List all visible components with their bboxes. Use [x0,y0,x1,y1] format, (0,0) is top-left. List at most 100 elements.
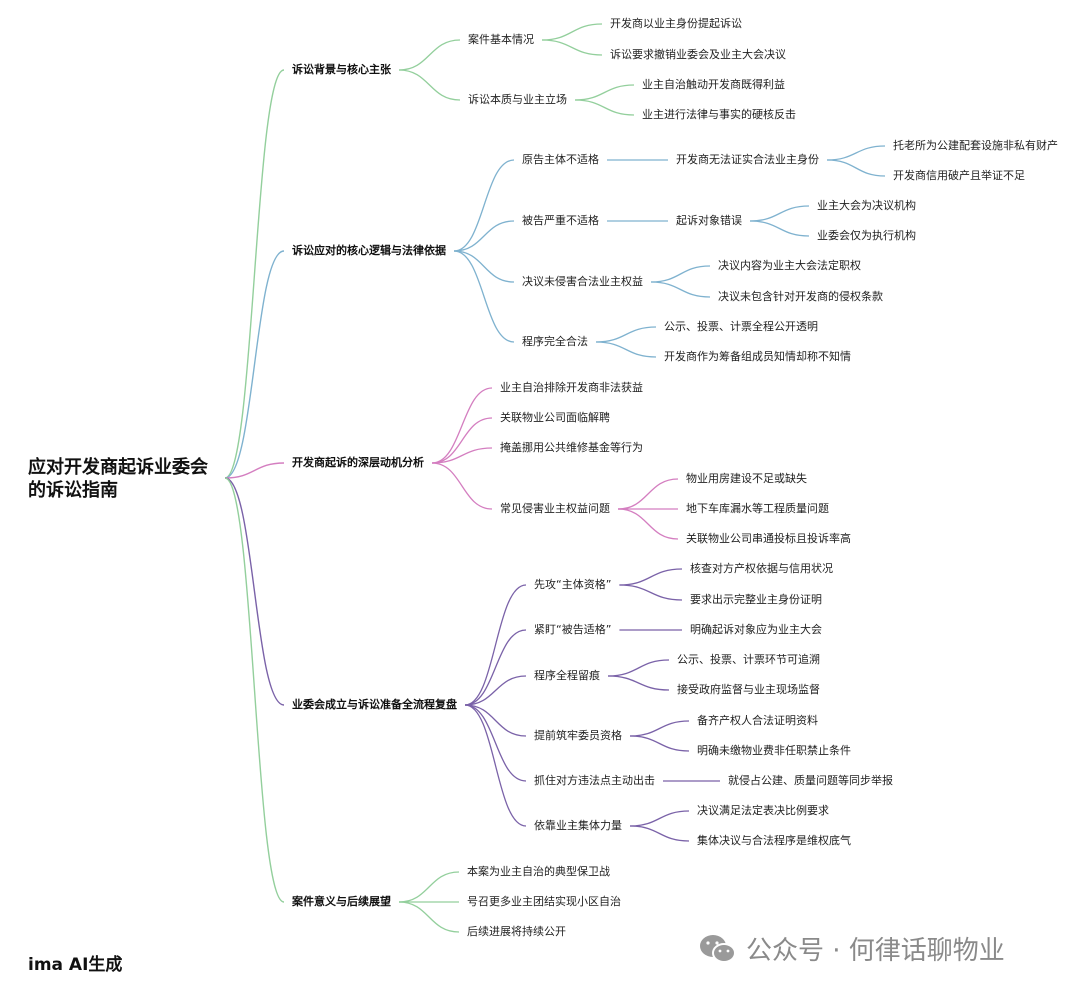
mindmap-node[interactable]: 提前筑牢委员资格 [534,729,622,742]
root-node[interactable]: 应对开发商起诉业委会 的诉讼指南 [28,456,208,502]
connector-line [629,735,690,752]
connector-line [617,508,679,540]
mindmap-node[interactable]: 公示、投票、计票环节可追溯 [677,653,820,666]
mindmap-node[interactable]: 被告严重不适格 [522,214,599,227]
connector-line [826,159,886,177]
mindmap-node[interactable]: 依靠业主集体力量 [534,819,622,832]
mindmap-node[interactable]: 案件基本情况 [468,33,534,46]
branch-node[interactable]: 诉讼背景与核心主张 [292,63,391,76]
mindmap-node[interactable]: 起诉对象错误 [676,214,742,227]
connector-line [595,341,657,358]
connector-line [464,704,527,737]
connector-line [431,447,493,464]
mindmap-node[interactable]: 先攻“主体资格” [534,578,612,591]
mindmap-node[interactable]: 决议未侵害合法业主权益 [522,275,643,288]
connector-line [617,478,679,510]
connector-line [398,901,460,933]
connector-line [453,250,515,343]
connector-line [619,584,683,601]
mindmap-node[interactable]: 开发商信用破产且举证不足 [893,169,1025,182]
mindmap-node[interactable]: 业主自治排除开发商非法获益 [500,381,643,394]
connector-line [453,159,515,252]
connector-line [431,462,493,510]
mindmap-node[interactable]: 核查对方产权依据与信用状况 [690,562,833,575]
connector-line [398,871,460,903]
connector-line [541,23,603,41]
mindmap-node[interactable]: 程序全程留痕 [534,669,600,682]
connector-line [224,477,285,706]
connector-line [826,145,886,161]
mindmap-node[interactable]: 地下车库漏水等工程质量问题 [686,502,829,515]
mindmap-node[interactable]: 决议未包含针对开发商的侵权条款 [718,290,883,303]
root-title-line2: 的诉讼指南 [28,480,118,501]
generated-by-label: ima AI生成 [28,955,123,975]
connector-line [224,69,285,479]
watermark: 公众号 · 何律话聊物业 [698,930,1005,967]
mindmap-node[interactable]: 备齐产权人合法证明资料 [697,714,818,727]
connector-line [650,281,711,298]
connector-line [650,265,711,283]
branch-node[interactable]: 业委会成立与诉讼准备全流程复盘 [292,698,457,711]
mindmap-node[interactable]: 诉讼要求撤销业委会及业主大会决议 [610,48,786,61]
connector-line [464,704,527,782]
connector-line [398,39,461,71]
mindmap-node[interactable]: 托老所为公建配套设施非私有财产 [893,139,1058,152]
connector-line [574,84,635,101]
mindmap-node[interactable]: 业委会仅为执行机构 [817,229,916,242]
mindmap-node[interactable]: 就侵占公建、质量问题等同步举报 [728,774,893,787]
mindmap-node[interactable]: 决议满足法定表决比例要求 [697,804,829,817]
mindmap-node[interactable]: 业主自治触动开发商既得利益 [642,78,785,91]
connector-line [464,629,527,706]
mindmap-node[interactable]: 常见侵害业主权益问题 [500,502,610,515]
mindmap-node[interactable]: 后续进展将持续公开 [467,925,566,938]
mindmap-node[interactable]: 决议内容为业主大会法定职权 [718,259,861,272]
connector-line [629,720,690,737]
mindmap-node[interactable]: 接受政府监督与业主现场监督 [677,683,820,696]
mindmap-node[interactable]: 程序完全合法 [522,335,588,348]
mindmap-node[interactable]: 本案为业主自治的典型保卫战 [467,865,610,878]
connector-line [224,477,285,903]
connector-line [629,825,690,842]
mindmap-node[interactable]: 紧盯“被告适格” [534,623,612,636]
mindmap-node[interactable]: 明确未缴物业费非任职禁止条件 [697,744,851,757]
mindmap-node[interactable]: 抓住对方违法点主动出击 [534,774,655,787]
mindmap-node[interactable]: 明确起诉对象应为业主大会 [690,623,822,636]
mindmap-node[interactable]: 开发商作为筹备组成员知情却称不知情 [664,350,851,363]
branch-node[interactable]: 开发商起诉的深层动机分析 [292,456,424,469]
mindmap-node[interactable]: 掩盖挪用公共维修基金等行为 [500,441,643,454]
connector-line [224,250,285,479]
branch-node[interactable]: 诉讼应对的核心逻辑与法律依据 [292,244,446,257]
watermark-text: 公众号 · 何律话聊物业 [746,936,1005,966]
connector-line [749,205,810,222]
connector-line [749,220,810,237]
connector-line [595,326,657,343]
mindmap-node[interactable]: 业主大会为决议机构 [817,199,916,212]
mindmap-node[interactable]: 物业用房建设不足或缺失 [686,472,807,485]
mindmap-node[interactable]: 业主进行法律与事实的硬核反击 [642,108,796,121]
connector-line [574,99,635,116]
connector-line [431,417,493,464]
connector-line [398,69,461,101]
mindmap-node[interactable]: 号召更多业主团结实现小区自治 [467,895,621,908]
connector-line [619,568,683,586]
connector-line [453,250,515,283]
mindmap-node[interactable]: 开发商无法证实合法业主身份 [676,153,819,166]
mindmap-node[interactable]: 开发商以业主身份提起诉讼 [610,17,742,30]
mindmap-node[interactable]: 诉讼本质与业主立场 [468,93,567,106]
connector-line [541,39,603,56]
connector-line [431,387,493,464]
mindmap-node[interactable]: 原告主体不适格 [522,153,599,166]
branch-node[interactable]: 案件意义与后续展望 [292,895,391,908]
mindmap-node[interactable]: 关联物业公司串通投标且投诉率高 [686,532,851,545]
mindmap-node[interactable]: 要求出示完整业主身份证明 [690,593,822,606]
mindmap-node[interactable]: 公示、投票、计票全程公开透明 [664,320,818,333]
wechat-icon [698,933,738,965]
connector-line [607,675,670,691]
mindmap-node[interactable]: 关联物业公司面临解聘 [500,411,610,424]
connector-line [453,220,515,252]
root-title-line1: 应对开发商起诉业委会 [28,457,208,478]
mindmap-node[interactable]: 集体决议与合法程序是维权底气 [697,834,851,847]
connector-line [464,704,527,827]
